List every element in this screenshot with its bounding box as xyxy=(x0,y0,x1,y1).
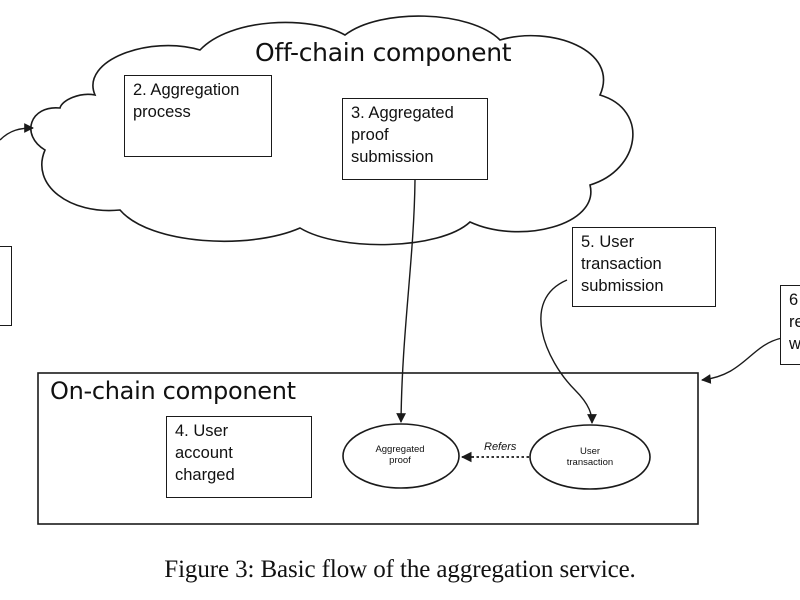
aggregated-proof-label: Aggregated proof xyxy=(375,444,425,466)
arrow-left-into-cloud xyxy=(0,123,34,141)
user-transaction-node xyxy=(529,424,651,490)
step6-partial-label: 6 re w xyxy=(789,291,800,353)
step-user-account-charged-box: 4. User account charged xyxy=(166,416,312,498)
step-aggregation-process-box: 2. Aggregation process xyxy=(124,75,272,157)
off-chain-cloud xyxy=(30,15,634,246)
step-aggregation-process-label: 2. Aggregation process xyxy=(133,81,240,121)
aggregated-proof-node xyxy=(342,423,460,489)
on-chain-title: On-chain component xyxy=(50,377,296,405)
refers-label: Refers xyxy=(484,441,517,453)
step-aggregated-proof-submission-box: 3. Aggregated proof submission xyxy=(342,98,488,180)
arrow-step6-to-onchain xyxy=(701,337,783,384)
step-user-transaction-submission-label: 5. User transaction submission xyxy=(581,233,664,295)
left-partial-box xyxy=(0,246,12,326)
figure-caption: Figure 3: Basic flow of the aggregation … xyxy=(164,556,636,583)
arrow-submission-to-user-tx xyxy=(540,279,597,424)
step-user-transaction-submission-box: 5. User transaction submission xyxy=(572,227,716,307)
arrow-submission-to-proof xyxy=(396,179,416,423)
step6-partial-box: 6 re w xyxy=(780,285,800,365)
on-chain-container xyxy=(37,372,699,525)
user-transaction-label: User transaction xyxy=(566,446,614,468)
step-user-account-charged-label: 4. User account charged xyxy=(175,422,235,484)
step-aggregated-proof-submission-label: 3. Aggregated proof submission xyxy=(351,104,454,166)
off-chain-title: Off-chain component xyxy=(255,38,512,67)
